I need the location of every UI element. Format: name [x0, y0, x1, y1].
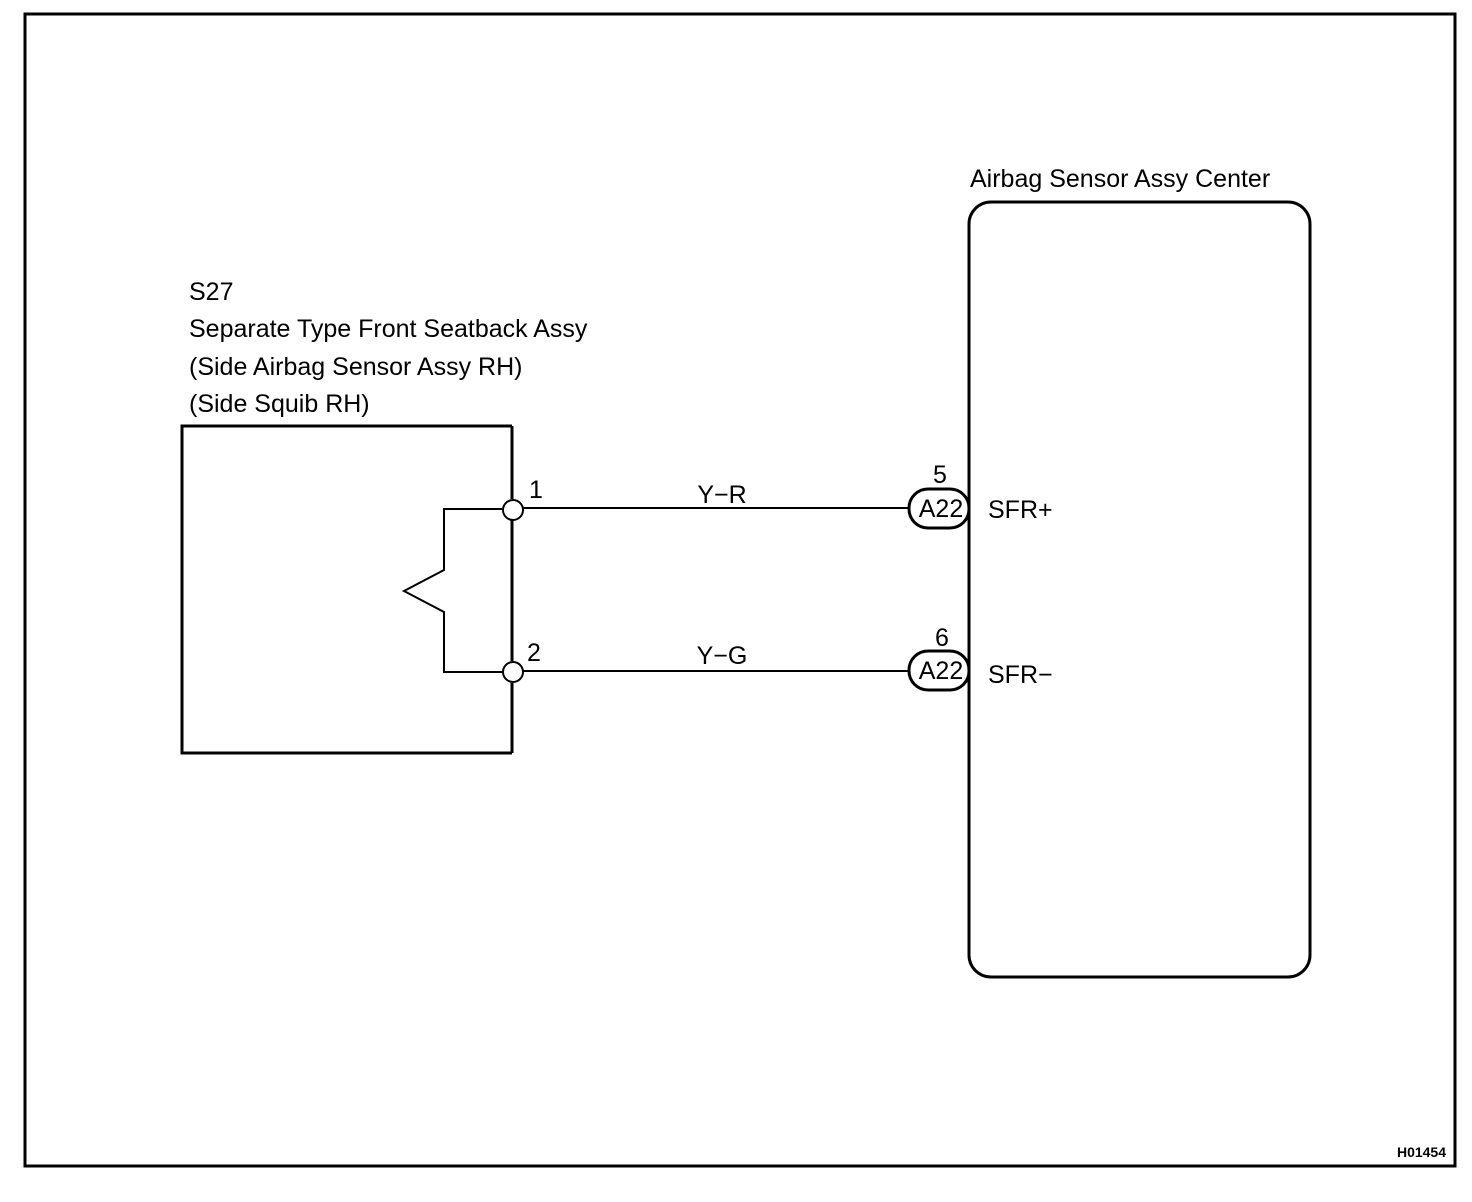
left-component-box [180, 424, 512, 755]
left-component-code: S27 [189, 278, 233, 306]
left-component-name: Separate Type Front Seatback Assy [189, 315, 588, 343]
signal-sfr-plus: SFR+ [988, 496, 1053, 524]
squib-symbol [401, 508, 502, 673]
pin-5-label: 5 [933, 461, 947, 489]
connector-pill-1 [907, 487, 971, 530]
connector-code-1: A22 [919, 495, 963, 523]
figure-id: H01454 [1397, 1144, 1446, 1160]
wire-color-label-2: Y−G [697, 642, 748, 670]
right-component-box [967, 200, 1312, 979]
connector-code-2: A22 [919, 657, 963, 685]
left-component-subname-1: (Side Airbag Sensor Assy RH) [189, 353, 522, 381]
left-component-subname-2: (Side Squib RH) [189, 390, 370, 418]
signal-sfr-minus: SFR− [988, 661, 1053, 689]
terminal-pin-2 [502, 661, 524, 683]
diagram-frame [23, 12, 1457, 1168]
wire-color-label-1: Y−R [697, 481, 746, 509]
pin-6-label: 6 [935, 624, 949, 652]
connector-pill-2 [907, 649, 971, 692]
pin-2-label: 2 [527, 639, 541, 667]
terminal-pin-1 [502, 499, 524, 521]
right-component-title: Airbag Sensor Assy Center [970, 165, 1270, 193]
pin-1-label: 1 [529, 476, 543, 504]
